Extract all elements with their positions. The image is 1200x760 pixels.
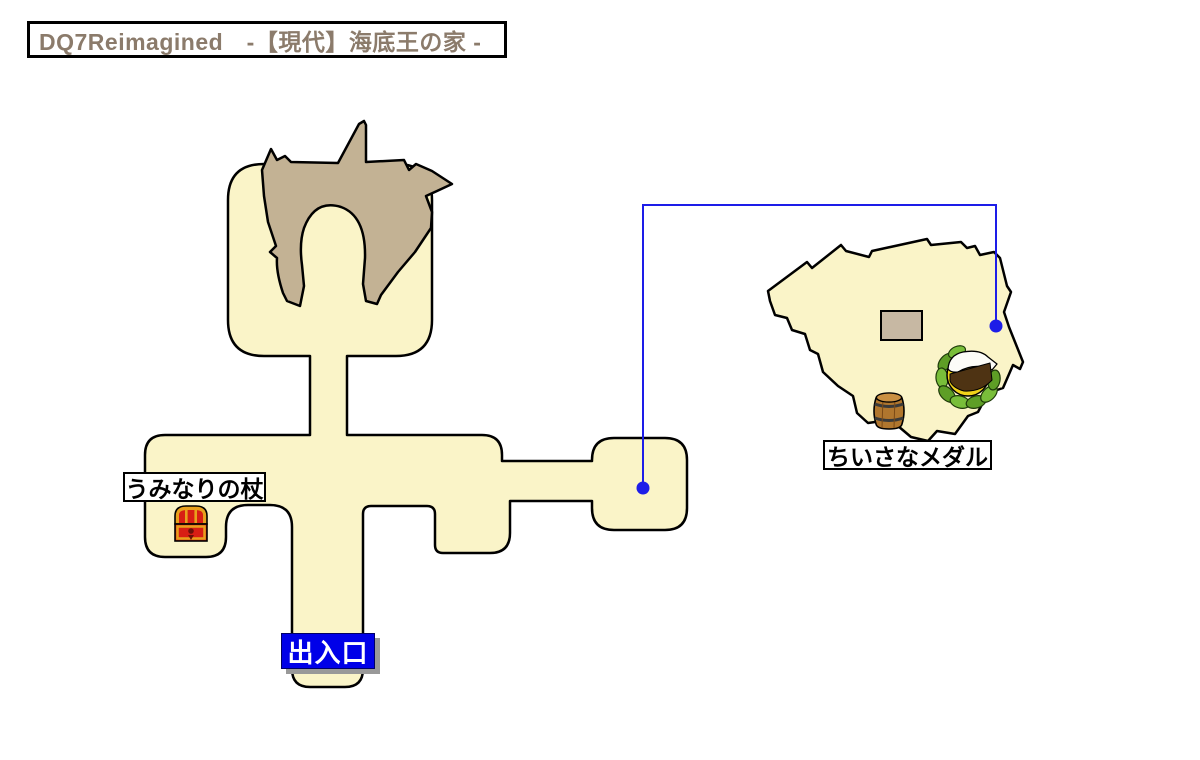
page-title: DQ7Reimagined -【現代】海底王の家 - xyxy=(27,21,507,58)
rock-formation xyxy=(260,119,454,308)
barrel-icon xyxy=(873,392,905,430)
treasure-chest-icon xyxy=(174,505,208,542)
route-dot-start-icon xyxy=(636,481,650,495)
entrance-label: 出入口 xyxy=(281,633,375,669)
cave-entrance-icon xyxy=(935,345,1001,409)
route-line xyxy=(642,204,997,488)
item-label-mini-medal: ちいさなメダル xyxy=(823,440,992,470)
item-label-uminari-staff: うみなりの杖 xyxy=(123,472,266,502)
route-dot-end-icon xyxy=(989,319,1003,333)
building-footprint xyxy=(880,310,923,341)
